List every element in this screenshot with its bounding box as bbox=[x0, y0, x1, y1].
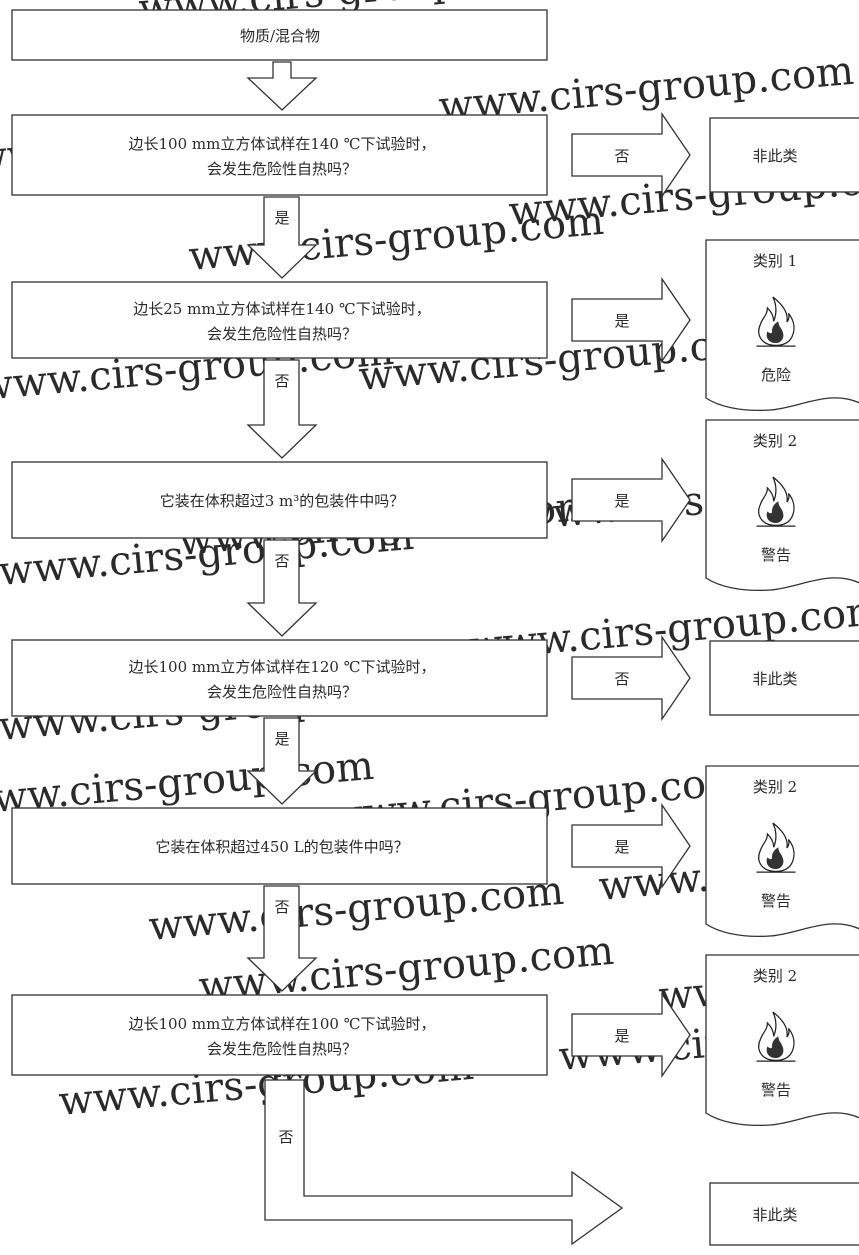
step-6: 边长100 mm立方体试样在100 ℃下试验时， 会发生危险性自热吗？ 是 类别 2 警… bbox=[11, 954, 859, 1127]
arrow-right bbox=[571, 991, 691, 1079]
result-box bbox=[709, 117, 859, 193]
category-label: 类别 2 bbox=[753, 967, 797, 985]
arrow-right bbox=[571, 802, 691, 890]
arrow-down bbox=[246, 196, 318, 279]
down-branch-label: 否 bbox=[274, 898, 289, 916]
side-branch-label: 是 bbox=[614, 1027, 629, 1045]
question-line: 会发生危险性自热吗？ bbox=[207, 1040, 357, 1058]
side-branch-label: 是 bbox=[614, 492, 629, 510]
arrow-down bbox=[246, 539, 318, 637]
category-label: 类别 1 bbox=[753, 252, 797, 270]
question-box bbox=[11, 461, 548, 539]
question-box bbox=[11, 114, 548, 196]
result-label: 非此类 bbox=[752, 670, 797, 688]
question-line: 边长100 mm立方体试样在120 ℃下试验时， bbox=[128, 658, 435, 676]
question-line: 边长100 mm立方体试样在140 ℃下试验时， bbox=[128, 135, 435, 153]
step-3: 它装在体积超过3 m³的包装件中吗？ 是 类别 2 警告 否 bbox=[11, 419, 859, 637]
question-box bbox=[11, 994, 548, 1076]
signal-word: 警告 bbox=[761, 1081, 791, 1099]
question-box bbox=[11, 639, 548, 717]
arrow-final bbox=[264, 1079, 624, 1246]
question-line: 它装在体积超过450 L的包装件中吗？ bbox=[155, 838, 408, 856]
question-line: 会发生危险性自热吗？ bbox=[207, 160, 357, 178]
arrow-right bbox=[571, 276, 691, 364]
signal-word: 警告 bbox=[761, 546, 791, 564]
final-result-box bbox=[709, 1182, 859, 1246]
arrow-down bbox=[246, 717, 318, 805]
arrow-right bbox=[571, 111, 691, 199]
result-box bbox=[709, 640, 859, 716]
question-line: 会发生危险性自热吗？ bbox=[207, 325, 357, 343]
category-label: 类别 2 bbox=[753, 778, 797, 796]
decision-steps: 边长100 mm立方体试样在140 ℃下试验时，会发生危险性自热吗？否非此类是边… bbox=[11, 111, 859, 1127]
step-2: 边长25 mm立方体试样在140 ℃下试验时， 会发生危险性自热吗？ 是 类别 1 危险… bbox=[11, 239, 859, 459]
down-branch-label: 是 bbox=[274, 730, 289, 748]
question-line: 边长100 mm立方体试样在100 ℃下试验时， bbox=[128, 1015, 435, 1033]
down-branch-label: 否 bbox=[278, 1128, 293, 1146]
signal-word: 警告 bbox=[761, 892, 791, 910]
side-branch-label: 否 bbox=[614, 147, 629, 165]
question-box bbox=[11, 281, 548, 359]
start-label: 物质/混合物 bbox=[240, 27, 320, 45]
question-box bbox=[11, 807, 548, 885]
down-branch-label: 否 bbox=[274, 372, 289, 390]
arrow-right bbox=[571, 456, 691, 544]
category-label: 类别 2 bbox=[753, 432, 797, 450]
arrow-start-down bbox=[246, 61, 318, 111]
result-label: 非此类 bbox=[752, 147, 797, 165]
side-branch-label: 是 bbox=[614, 312, 629, 330]
final-result-label: 非此类 bbox=[752, 1206, 797, 1224]
side-branch-label: 是 bbox=[614, 838, 629, 856]
question-line: 会发生危险性自热吗？ bbox=[207, 683, 357, 701]
start-box bbox=[11, 9, 548, 61]
down-branch-label: 是 bbox=[274, 209, 289, 227]
side-branch-label: 否 bbox=[614, 670, 629, 688]
question-line: 它装在体积超过3 m³的包装件中吗？ bbox=[160, 492, 405, 510]
signal-word: 危险 bbox=[761, 366, 791, 384]
down-branch-label: 否 bbox=[274, 552, 289, 570]
arrow-down bbox=[246, 885, 318, 992]
question-line: 边长25 mm立方体试样在140 ℃下试验时， bbox=[133, 300, 430, 318]
arrow-right bbox=[571, 634, 691, 722]
arrow-down bbox=[246, 359, 318, 459]
